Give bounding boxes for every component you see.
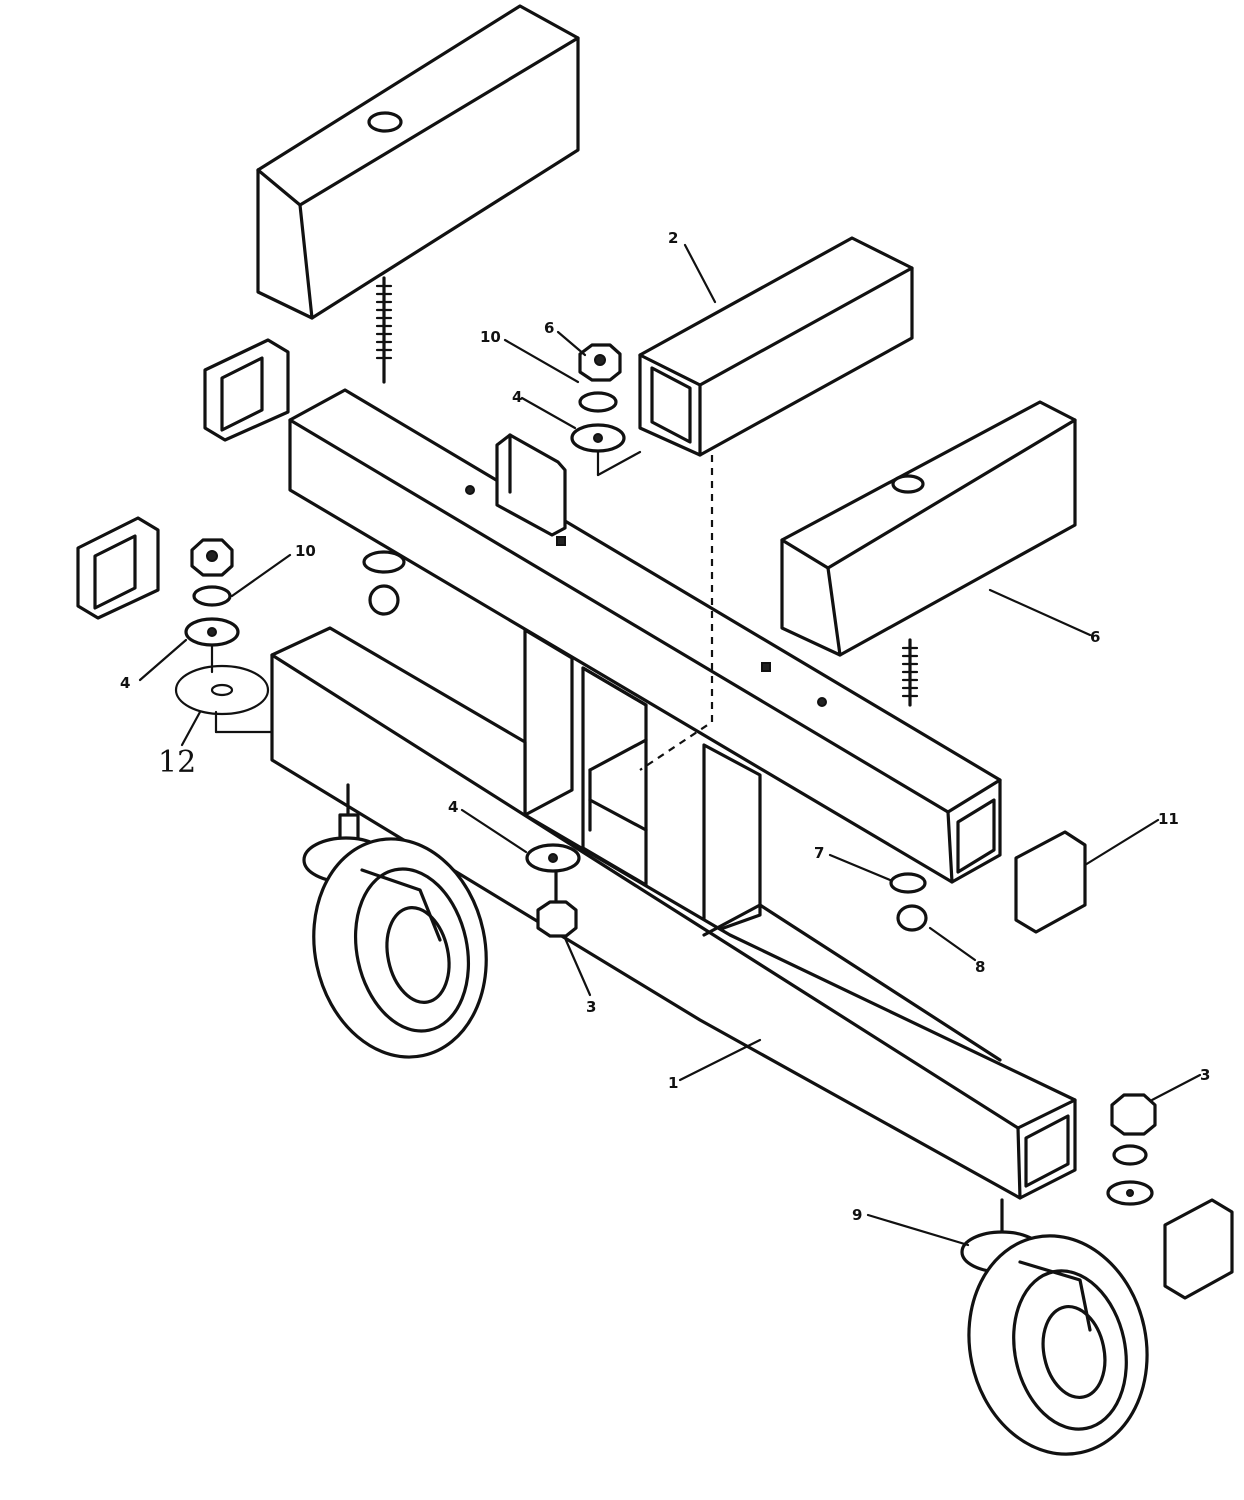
pad-top-left <box>256 4 580 320</box>
tube-part-2 <box>638 236 914 457</box>
callout-11: 11 <box>1158 810 1179 828</box>
callout-10: 10 <box>295 542 316 560</box>
pad-hole <box>891 474 925 494</box>
caster-wheel-right <box>960 1198 1149 1456</box>
end-cap-upper-left <box>203 338 290 442</box>
hardware-under-crossbar <box>362 550 406 616</box>
end-cap-far-left <box>76 516 160 620</box>
callout-6: 6 <box>544 319 554 337</box>
caster-wheel-left <box>302 783 488 1059</box>
callout-10: 10 <box>480 328 501 346</box>
hardware-center-lower <box>525 843 581 938</box>
callout-2: 2 <box>668 229 678 247</box>
hidden-line <box>639 455 714 771</box>
callout-4: 4 <box>512 388 522 406</box>
callout-8: 8 <box>975 958 985 976</box>
hardware-right <box>889 872 928 932</box>
callout-9: 9 <box>852 1206 862 1224</box>
hardware-stack-top <box>570 343 642 477</box>
callout-6: 6 <box>1090 628 1100 646</box>
callout-7: 7 <box>814 844 824 862</box>
end-cap-right <box>1014 830 1087 934</box>
callout-3: 3 <box>586 998 596 1016</box>
callout-4: 4 <box>448 798 458 816</box>
callout-4: 4 <box>120 674 130 692</box>
pad-top-right <box>780 400 1077 657</box>
main-frame <box>270 388 1077 1200</box>
callout-12: 12 <box>158 745 196 780</box>
end-cap-bottom-right <box>1163 1198 1234 1300</box>
hardware-stack-left <box>174 538 274 734</box>
leader-lines <box>138 243 1202 1247</box>
callouts: 2 10 6 4 10 4 12 6 4 7 11 8 3 1 3 9 <box>120 229 1210 1224</box>
callout-3: 3 <box>1200 1066 1210 1084</box>
hardware-stack-bottom-right <box>1106 1093 1157 1206</box>
spacer-washer-12 <box>174 664 270 716</box>
pad-hole <box>367 111 403 133</box>
callout-1: 1 <box>668 1074 678 1092</box>
end-cap-center <box>495 433 567 537</box>
